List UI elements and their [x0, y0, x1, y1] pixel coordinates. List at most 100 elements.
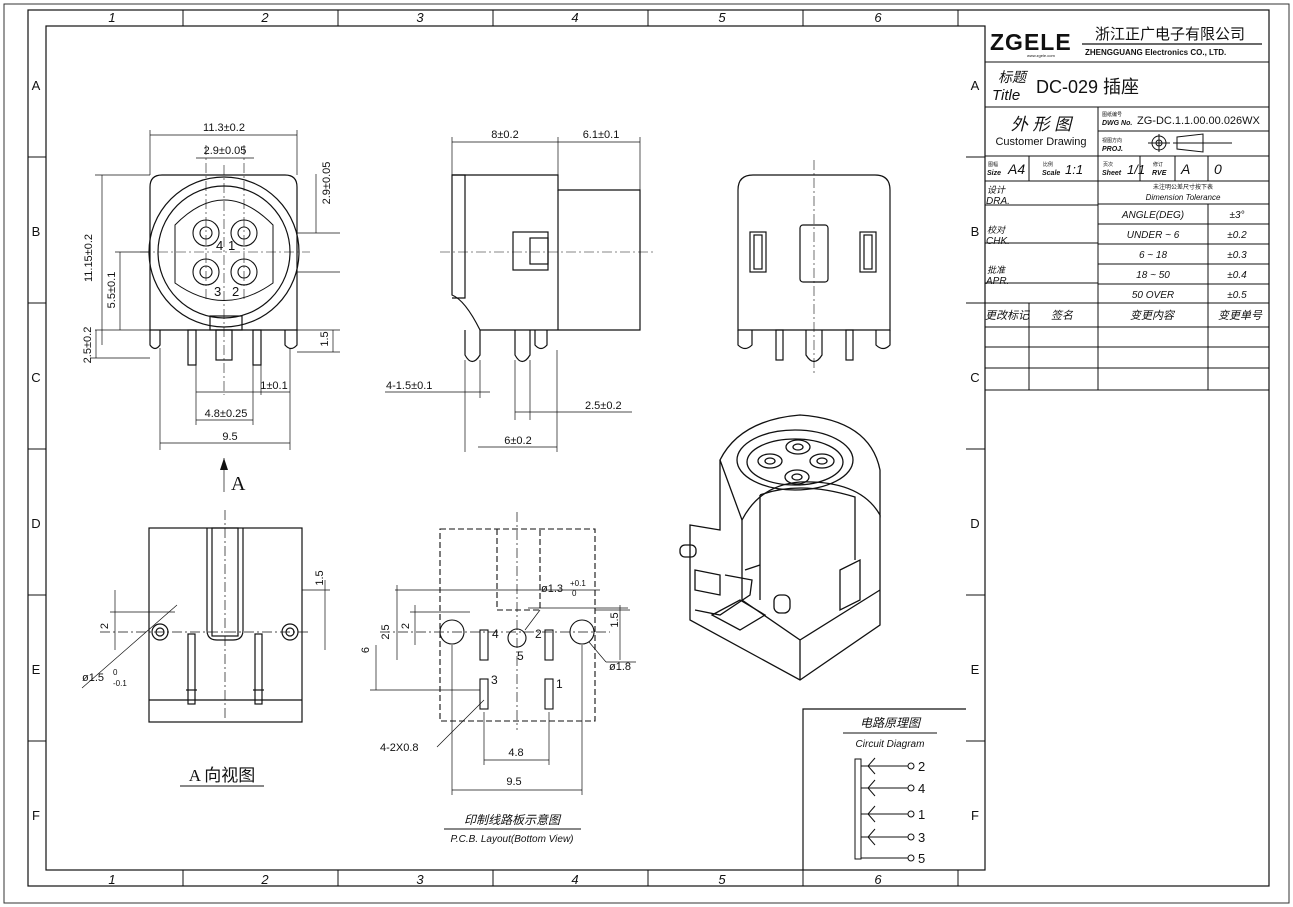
scale-label: Scale — [1042, 170, 1060, 177]
company-name-cn: 浙江正广电子有限公司 — [1095, 26, 1245, 43]
role-approve-cn: 批准 — [987, 265, 1006, 275]
rev-extra: 0 — [1214, 161, 1222, 177]
size-value: A4 — [1007, 161, 1025, 177]
side-dim-body: 8±0.2 — [491, 129, 518, 141]
col-label-6b: 6 — [874, 872, 882, 887]
proj-label-cn: 视图方向 — [1102, 137, 1122, 144]
isometric-view — [679, 414, 881, 681]
size-label-cn: 图幅 — [988, 161, 998, 168]
sheet-value: 1/1 — [1127, 162, 1145, 177]
row-label-A-r: A — [971, 78, 980, 93]
row-label-B: B — [32, 224, 41, 239]
title-label-cn: 标题 — [998, 69, 1029, 85]
pcb-dim-2: 2 — [400, 623, 412, 629]
row-label-C: C — [31, 370, 40, 385]
pcb-caption-en: P.C.B. Layout(Bottom View) — [450, 834, 573, 845]
a-view-dims — [81, 510, 330, 720]
part-number: DC-029 — [1036, 77, 1098, 97]
row-label-E-r: E — [971, 662, 980, 677]
tolerance-value-1: ±0.2 — [1227, 230, 1247, 241]
tolerance-value-2: ±0.3 — [1227, 250, 1247, 261]
drawing-type-cn: 外 形 图 — [1011, 115, 1073, 134]
row-label-F-r: F — [971, 808, 979, 823]
a-view-caption: A 向视图 — [189, 766, 256, 785]
company-name-en: ZHENGGUANG Electronics CO., LTD. — [1085, 48, 1226, 57]
pcb-pin-3: 3 — [491, 673, 498, 687]
col-label-5: 5 — [718, 10, 726, 25]
tolerance-range-1: UNDER ~ 6 — [1127, 230, 1180, 241]
part-name-cn: 插座 — [1103, 77, 1139, 97]
circuit-diagram — [854, 757, 915, 862]
dim-foot-spacing: 9.5 — [222, 431, 237, 443]
scale-value: 1:1 — [1065, 162, 1083, 177]
pin-label-2: 2 — [232, 284, 239, 299]
pin-label-1: 1 — [228, 238, 235, 253]
pcb-dim-slots: 4-2X0.8 — [380, 742, 419, 754]
pcb-dim-1-5: 1.5 — [609, 612, 621, 627]
rev-label-cn: 修订 — [1153, 161, 1163, 168]
pcb-dim-6: 6 — [360, 647, 372, 653]
dim-foot: 1.5 — [319, 331, 331, 346]
logo-website: www.zgele.com — [1027, 53, 1055, 58]
role-design: DRA. — [986, 196, 1010, 207]
role-check: CHK. — [986, 236, 1010, 247]
drawing-type-en: Customer Drawing — [995, 136, 1086, 148]
side-view — [451, 174, 641, 363]
col-label-3b: 3 — [416, 872, 424, 887]
title-label-en: Title — [992, 87, 1020, 104]
rev-header-mark: 更改标记 — [985, 309, 1030, 322]
dim-pin-spacing: 4.8±0.25 — [205, 408, 248, 420]
dwg-label: DWG No. — [1102, 120, 1132, 127]
tolerance-value-0: ±3° — [1229, 210, 1244, 221]
circuit-pin-3: 3 — [918, 830, 925, 845]
dim-pin-length: 2.5±0.2 — [82, 327, 94, 364]
side-dim-front: 6.1±0.1 — [583, 129, 620, 141]
dim-height: 11.15±0.2 — [83, 234, 95, 282]
rev-label: RVE — [1152, 170, 1167, 177]
row-label-D-r: D — [970, 516, 979, 531]
pcb-caption-cn: 印制线路板示意图 — [464, 813, 562, 827]
tolerance-value-4: ±0.5 — [1227, 290, 1247, 301]
tolerance-value-3: ±0.4 — [1227, 270, 1247, 281]
row-label-D: D — [31, 516, 40, 531]
size-label: Size — [987, 170, 1001, 177]
role-check-cn: 校对 — [987, 225, 1006, 235]
a-dim-top: 1.5 — [314, 570, 326, 585]
col-label-1: 1 — [108, 10, 115, 25]
side-dim-pins: 4-1.5±0.1 — [386, 380, 432, 392]
dim-pin-pitch-v: 2.9±0.05 — [321, 162, 333, 205]
row-label-C-r: C — [970, 370, 979, 385]
pcb-pin-5: 5 — [517, 649, 524, 663]
dwg-label-cn: 图纸编号 — [1102, 111, 1122, 118]
row-label-E: E — [32, 662, 41, 677]
dwg-number: ZG-DC.1.1.00.00.026WX — [1137, 115, 1261, 127]
tolerance-range-4: 50 OVER — [1132, 290, 1174, 301]
side-dim-pin-span: 6±0.2 — [504, 435, 531, 447]
tolerance-range-0: ANGLE(DEG) — [1121, 210, 1184, 221]
circuit-pin-2: 2 — [918, 759, 925, 774]
view-arrow-label: A — [231, 473, 246, 495]
col-label-2b: 2 — [260, 872, 269, 887]
front-view-centerlines — [140, 145, 310, 395]
col-label-2: 2 — [260, 10, 269, 25]
rev-header-content: 变更内容 — [1130, 309, 1176, 322]
col-label-1b: 1 — [108, 872, 115, 887]
a-dim-tol-upper: 0 — [113, 668, 118, 677]
col-label-5b: 5 — [718, 872, 726, 887]
rev-value: A — [1180, 161, 1190, 177]
role-approve: APR. — [985, 276, 1009, 287]
side-dim-pin-offset: 2.5±0.2 — [585, 400, 622, 412]
col-label-4b: 4 — [571, 872, 578, 887]
pcb-dim-tol-lower: 0 — [572, 589, 577, 598]
side-view-dims — [385, 137, 641, 452]
col-label-6: 6 — [874, 10, 882, 25]
dim-center-height: 5.5±0.1 — [106, 272, 118, 309]
circuit-pin-5: 5 — [918, 851, 925, 866]
rev-header-sign: 签名 — [1051, 309, 1074, 322]
inner-frame — [45, 25, 986, 871]
pcb-dim-4-8: 4.8 — [508, 747, 523, 759]
row-label-F: F — [32, 808, 40, 823]
tolerance-note-cn: 未注明公差尺寸按下表 — [1153, 183, 1213, 191]
sheet-label: Sheet — [1102, 170, 1122, 177]
